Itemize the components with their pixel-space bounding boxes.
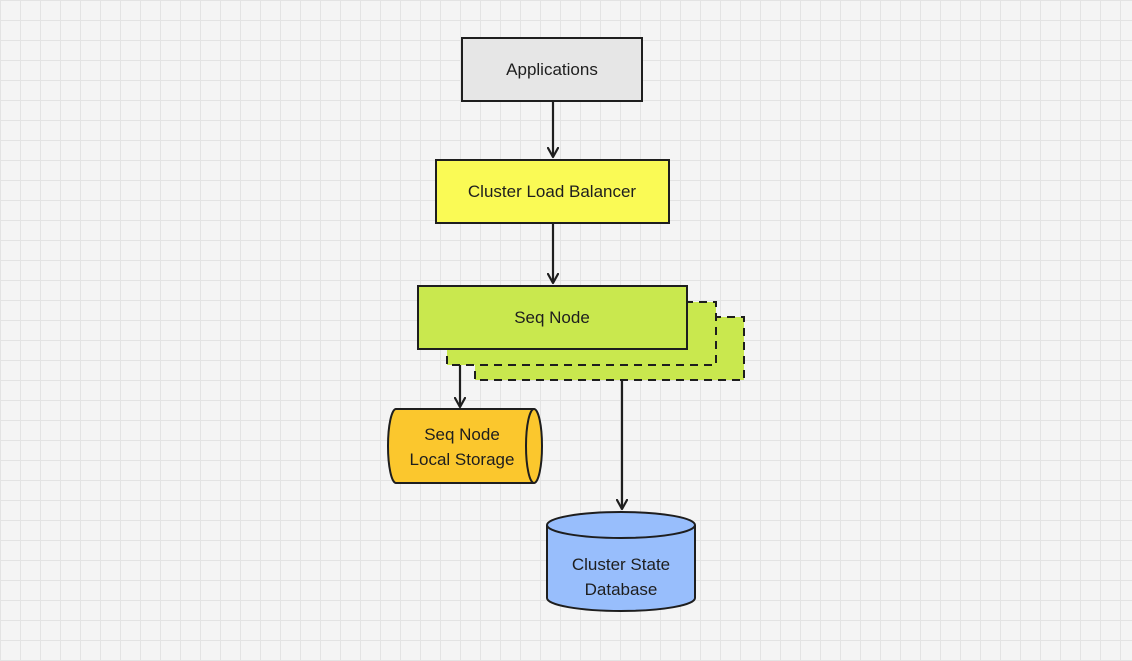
node-cluster-load-balancer[interactable]: Cluster Load Balancer — [435, 159, 670, 224]
local-storage-body — [387, 408, 543, 484]
local-storage-end-cap — [525, 408, 535, 484]
state-database-label-line-1: Cluster State — [572, 555, 670, 574]
local-storage-label-line-2: Local Storage — [410, 450, 515, 469]
load-balancer-box — [435, 159, 670, 224]
node-applications[interactable]: Applications — [461, 37, 643, 102]
node-seq-node-stack[interactable]: Seq Node — [417, 285, 745, 381]
seq-node-label: Seq Node — [514, 308, 590, 327]
node-seq-node-local-storage[interactable]: Seq Node Local Storage — [387, 408, 543, 484]
state-database-label-line-2: Database — [585, 580, 658, 599]
local-storage-label-line-1: Seq Node — [424, 425, 500, 444]
applications-box — [461, 37, 643, 102]
load-balancer-label: Cluster Load Balancer — [468, 182, 637, 201]
node-cluster-state-database[interactable]: Cluster State Database — [546, 511, 696, 612]
state-database-top-rim — [546, 524, 696, 539]
applications-label: Applications — [506, 60, 598, 79]
seq-node-box — [417, 285, 688, 350]
